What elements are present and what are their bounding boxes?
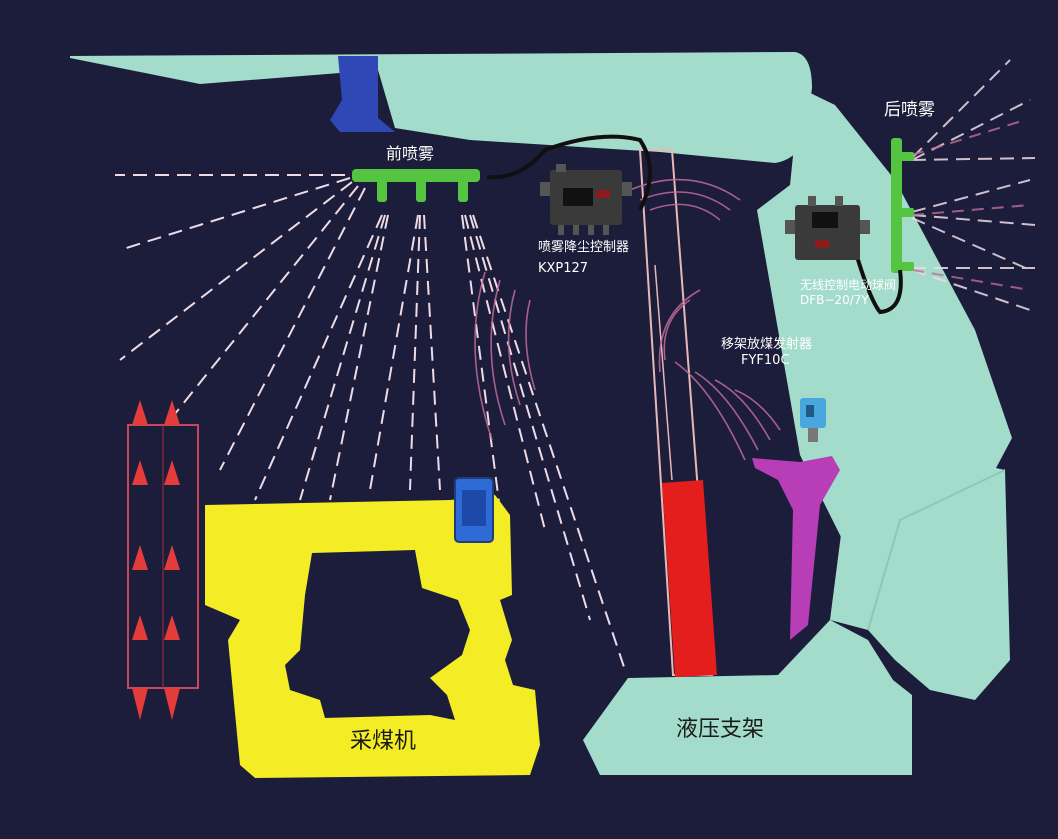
support-rear-link-edge bbox=[867, 469, 1006, 631]
controller-signal-arcs bbox=[474, 178, 741, 441]
hydraulic-support-label: 液压支架 bbox=[676, 717, 764, 742]
support-rear-shield bbox=[757, 88, 1012, 545]
valve-device bbox=[785, 196, 870, 260]
front-spray-label: 前喷雾 bbox=[386, 144, 434, 163]
front-spray-lines bbox=[115, 174, 626, 671]
support-rear-link bbox=[830, 455, 1010, 700]
shearer-label: 采煤机 bbox=[350, 729, 416, 754]
valve-cable bbox=[853, 249, 903, 315]
transmitter-arm bbox=[752, 456, 840, 640]
controller-cable bbox=[486, 134, 652, 211]
transmitter-signal-arcs bbox=[658, 289, 781, 461]
controller-model-label: KXP127 bbox=[538, 261, 588, 276]
leg-cylinder bbox=[662, 480, 717, 677]
coal-wall-arrows bbox=[132, 400, 180, 720]
front-spray-bar bbox=[352, 169, 480, 202]
valve-name-label: 无线控制电动球阀 bbox=[800, 278, 896, 292]
controller-device bbox=[540, 164, 632, 235]
support-canopy bbox=[70, 52, 812, 163]
rear-spray-lines bbox=[911, 59, 1036, 311]
rear-spray-label: 后喷雾 bbox=[884, 100, 935, 120]
controller-name-label: 喷雾降尘控制器 bbox=[538, 240, 629, 255]
rear-spray-bar bbox=[891, 138, 914, 273]
transmitter-device bbox=[800, 398, 826, 442]
transmitter-name-label: 移架放煤发射器 bbox=[721, 336, 812, 352]
shearer-blue-box-inner bbox=[462, 490, 486, 526]
shearer-body bbox=[205, 495, 540, 778]
transmitter-model-label: FYF10C bbox=[741, 353, 790, 368]
leg-rod-line bbox=[654, 264, 673, 481]
support-base bbox=[583, 620, 912, 775]
canopy-blue-part bbox=[330, 56, 395, 132]
valve-model-label: DFB−20/7Y bbox=[800, 293, 869, 307]
